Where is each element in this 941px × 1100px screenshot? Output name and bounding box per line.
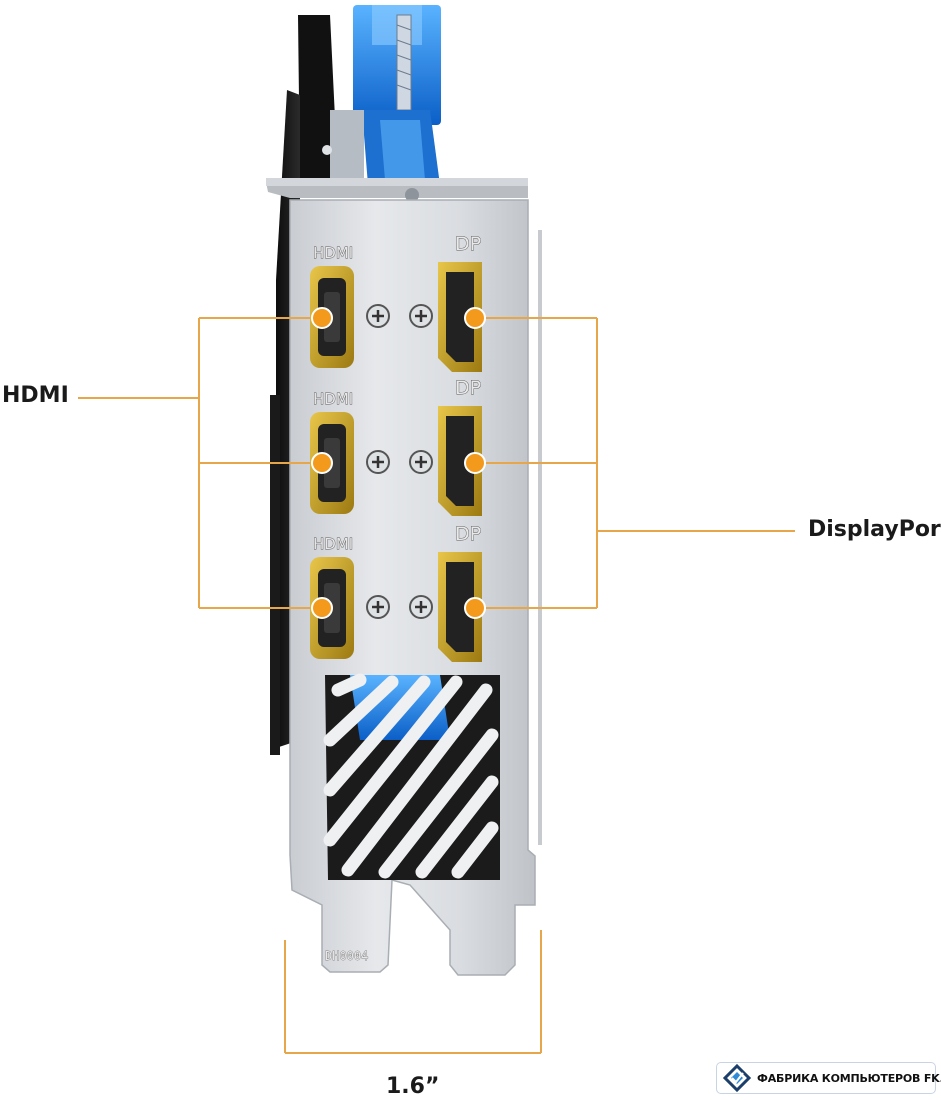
dp-port-1: DP [438,233,482,372]
bracket-code: DH0004 [325,949,369,964]
hdmi-callout-label: HDMI [2,383,69,408]
hdmi-port-label: HDMI [313,390,353,408]
hdmi-leader-lines [78,317,322,609]
bracket-code-text: DH0004 [325,949,368,963]
dp-port-label: DP [455,233,481,255]
displayport-callout-label: DisplayPort [808,517,941,542]
width-dimension-label: 1.6” [386,1074,440,1099]
hdmi-port-1: HDMI [310,244,354,368]
bracket-vent [323,673,500,880]
hdmi-port-label: HDMI [313,535,353,553]
bracket-top-flange [266,178,528,202]
dp-port-2: DP [438,377,482,516]
hdmi-port-label: HDMI [313,244,353,262]
callout-dots [311,307,486,619]
watermark: ФАБРИКА КОМПЬЮТЕРОВ FK.BY [716,1062,941,1094]
width-dimension-line [284,930,542,1054]
diamond-logo-icon [723,1064,751,1092]
water-block-fitting [322,5,441,190]
dp-port-label: DP [455,377,481,399]
watermark-text: ФАБРИКА КОМПЬЮТЕРОВ FK.BY [757,1071,941,1085]
screw-cross-marks [372,310,427,613]
dp-port-3: DP [438,523,482,662]
dp-leader-lines [475,317,795,609]
dp-port-label: DP [455,523,481,545]
